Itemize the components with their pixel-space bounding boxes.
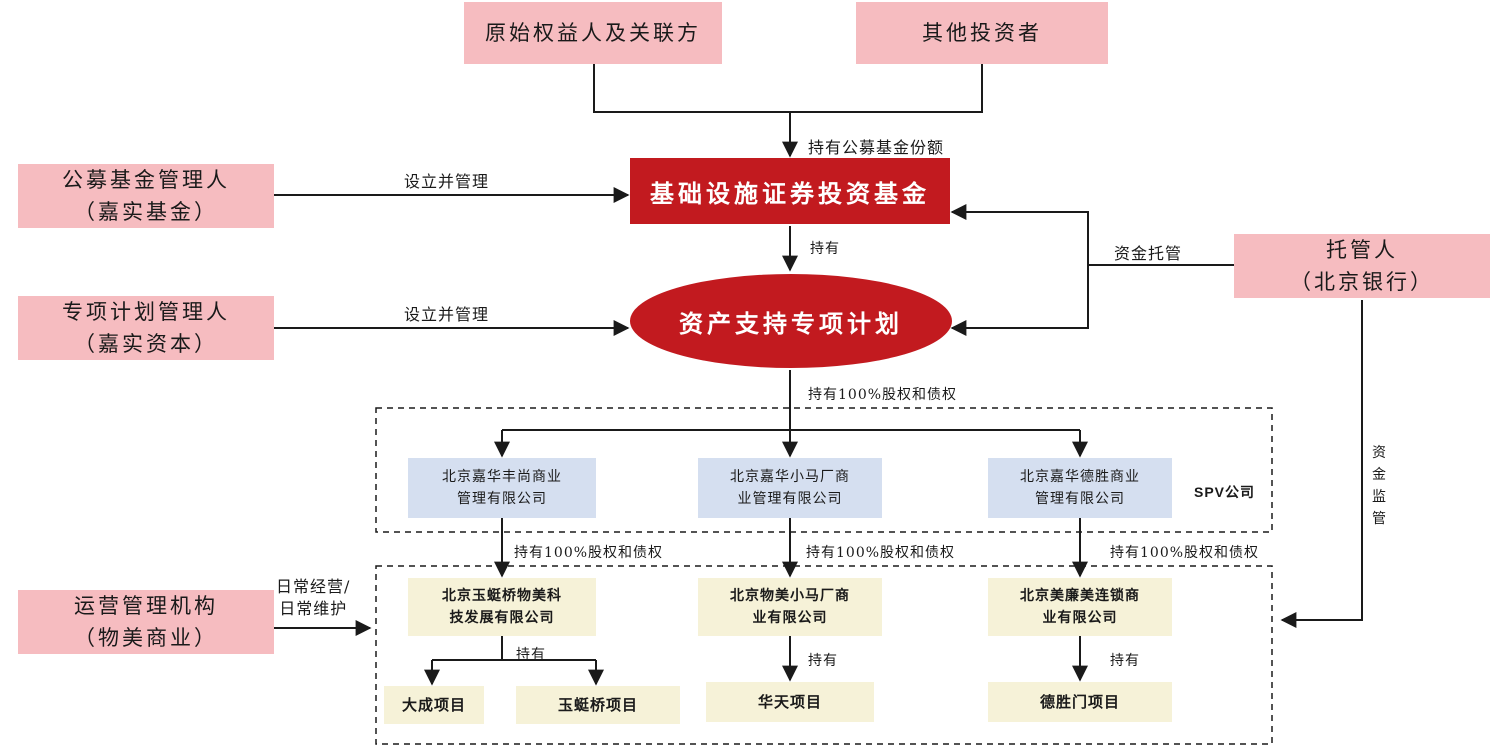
project-company-3-label-2: 业有限公司 xyxy=(1042,610,1118,626)
project-huatian-label: 华天项目 xyxy=(757,693,822,711)
infra-fund-label: 基础设施证券投资基金 xyxy=(650,178,930,208)
fund-manager-box: 公募基金管理人 （嘉实基金） xyxy=(18,164,274,228)
infra-fund-box: 基础设施证券投资基金 xyxy=(630,158,950,224)
project-group-box xyxy=(375,565,1273,745)
edge-label-establish-manage-plan: 设立并管理 xyxy=(404,305,490,324)
daily-ops-line-2: 日常维护 xyxy=(279,599,348,618)
spv-3-label-2: 管理有限公司 xyxy=(1035,491,1125,507)
custodian-label-2: （北京银行） xyxy=(1290,270,1434,294)
original-equity-box: 原始权益人及关联方 xyxy=(464,2,722,64)
edge-label-fund-custody: 资金托管 xyxy=(1114,244,1183,263)
spv-2-label-2: 业管理有限公司 xyxy=(737,491,843,507)
spv-2-box: 北京嘉华小马厂商 业管理有限公司 xyxy=(698,458,882,518)
fund-manager-label-1: 公募基金管理人 xyxy=(62,168,230,192)
abs-plan-label: 资产支持专项计划 xyxy=(679,308,903,338)
edge-label-hold-project-3: 持有 xyxy=(1110,653,1140,669)
spv-3-label-1: 北京嘉华德胜商业 xyxy=(1020,469,1140,485)
supervision-char-1: 资 xyxy=(1372,445,1387,461)
edge-label-hold-project-2: 持有 xyxy=(808,653,838,669)
project-dacheng-label: 大成项目 xyxy=(401,696,466,714)
supervision-char-4: 管 xyxy=(1372,511,1387,527)
edge-custodian-supervision xyxy=(1280,300,1363,628)
operator-box: 运营管理机构 （物美商业） xyxy=(18,590,274,654)
plan-manager-label-2: （嘉实资本） xyxy=(74,332,218,356)
edge-label-fund-supervision: 资 金 监 管 xyxy=(1372,442,1387,530)
project-company-3-box: 北京美廉美连锁商 业有限公司 xyxy=(988,578,1172,636)
custodian-box: 托管人 （北京银行） xyxy=(1234,234,1490,298)
project-company-3-label-1: 北京美廉美连锁商 xyxy=(1020,588,1140,604)
daily-ops-line-1: 日常经营/ xyxy=(276,577,351,596)
fund-manager-label-2: （嘉实基金） xyxy=(74,200,218,224)
custodian-label-1: 托管人 xyxy=(1326,238,1398,262)
project-company-1-label-2: 技发展有限公司 xyxy=(449,610,555,626)
project-company-2-label-1: 北京物美小马厂商 xyxy=(730,588,850,604)
project-deshengmen-box: 德胜门项目 xyxy=(988,682,1172,722)
project-company-2-label-2: 业有限公司 xyxy=(752,610,828,626)
project-yutingqiao-label: 玉蜓桥项目 xyxy=(557,696,638,714)
project-company-1-label-1: 北京玉蜓桥物美科 xyxy=(442,588,562,604)
project-deshengmen-label: 德胜门项目 xyxy=(1039,693,1120,711)
plan-manager-label-1: 专项计划管理人 xyxy=(62,300,230,324)
edge-custody-to-plan xyxy=(950,265,1089,336)
spv-group-label: SPV公司 xyxy=(1194,484,1256,500)
edge-original-equity-to-fund xyxy=(593,64,983,113)
edge-label-hold-spv: 持有100%股权和债权 xyxy=(808,387,958,403)
supervision-char-2: 金 xyxy=(1372,467,1387,483)
project-yutingqiao-box: 玉蜓桥项目 xyxy=(516,686,680,724)
edge-label-hold-company-3: 持有100%股权和债权 xyxy=(1110,545,1260,561)
spv-group-box xyxy=(375,407,1273,533)
edge-label-hold-fund-shares: 持有公募基金份额 xyxy=(808,138,945,157)
project-dacheng-box: 大成项目 xyxy=(384,686,484,724)
spv-1-label-1: 北京嘉华丰尚商业 xyxy=(442,469,562,485)
other-investors-box: 其他投资者 xyxy=(856,2,1108,64)
edge-label-establish-manage-fund: 设立并管理 xyxy=(404,172,490,191)
original-equity-label: 原始权益人及关联方 xyxy=(485,21,701,45)
abs-plan-ellipse: 资产支持专项计划 xyxy=(630,274,952,368)
spv-1-label-2: 管理有限公司 xyxy=(457,491,547,507)
plan-manager-box: 专项计划管理人 （嘉实资本） xyxy=(18,296,274,360)
edge-label-hold-plan: 持有 xyxy=(810,241,840,257)
edge-label-hold-company-1: 持有100%股权和债权 xyxy=(514,545,664,561)
edge-custody-to-fund xyxy=(950,204,1089,265)
operator-label-1: 运营管理机构 xyxy=(74,594,218,618)
edge-label-daily-ops: 日常经营/ 日常维护 xyxy=(276,576,350,620)
project-company-1-box: 北京玉蜓桥物美科 技发展有限公司 xyxy=(408,578,596,636)
edge-label-hold-company-2: 持有100%股权和债权 xyxy=(806,545,956,561)
operator-label-2: （物美商业） xyxy=(74,626,218,650)
spv-1-box: 北京嘉华丰尚商业 管理有限公司 xyxy=(408,458,596,518)
edge-label-hold-project-1: 持有 xyxy=(516,647,546,663)
other-investors-label: 其他投资者 xyxy=(922,21,1042,45)
spv-3-box: 北京嘉华德胜商业 管理有限公司 xyxy=(988,458,1172,518)
spv-2-label-1: 北京嘉华小马厂商 xyxy=(730,469,850,485)
project-company-2-box: 北京物美小马厂商 业有限公司 xyxy=(698,578,882,636)
supervision-char-3: 监 xyxy=(1372,489,1387,505)
project-huatian-box: 华天项目 xyxy=(706,682,874,722)
